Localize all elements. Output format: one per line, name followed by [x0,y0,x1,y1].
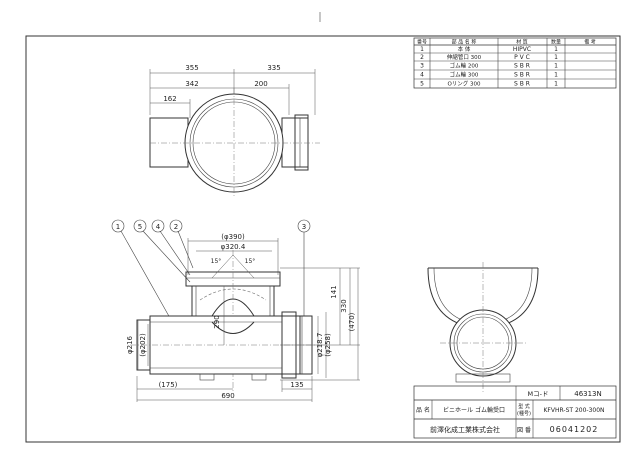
balloon-group: 1 5 4 2 3 [111,219,311,319]
row-2-qty: 1 [554,54,558,61]
row-1-material: HIPVC [513,46,531,53]
row-3-material: S B R [514,63,530,70]
company-name: 前澤化成工業株式会社 [430,425,500,434]
name-value: ビニホール ゴム輪受口 [443,406,505,414]
name-label: 品 名 [416,406,430,414]
row-1-qty: 1 [554,46,558,53]
dim-330: 330 [340,299,348,312]
row-4-material: S B R [514,72,530,79]
front-view: 1 5 4 2 3 (φ390) φ320.4 15° 15° [111,219,360,402]
dim-342: 342 [185,80,198,88]
balloon-3: 3 [302,223,306,231]
row-5-qty: 1 [554,81,558,88]
row-4-name: ゴム輪 300 [450,71,479,79]
row-3-name: ゴム輪 200 [450,62,479,70]
header-qty: 数量 [551,39,561,46]
dim-200: 200 [254,80,267,88]
dim-355: 355 [185,64,198,72]
dim-335: 335 [267,64,280,72]
dim-162: 162 [163,95,176,103]
header-remarks: 備 考 [584,39,596,46]
row-1-no: 1 [420,46,424,53]
balloon-5: 5 [138,223,142,231]
header-name: 部 品 名 称 [452,39,477,46]
balloon-2: 2 [174,223,178,231]
type-label-1: 型 式 [518,403,530,410]
angle-left: 15° [211,258,222,265]
row-4-no: 4 [420,72,424,79]
header-no: 番号 [417,39,427,46]
dim-141: 141 [330,285,338,298]
row-2-material: P V C [514,54,530,61]
code-value: 46313N [574,390,602,398]
balloon-1: 1 [116,223,120,231]
header-material: 材 質 [516,39,528,46]
dim-390: (φ390) [221,233,245,241]
type-label-2: (種号) [517,410,531,417]
row-4-qty: 1 [554,72,558,79]
dim-175: (175) [159,381,178,389]
dim-320: φ320.4 [221,243,246,251]
top-view: 355 335 342 200 162 [149,64,320,198]
type-value: KFVHR-ST 200-300N [543,407,604,414]
parts-table: 番号 部 品 名 称 材 質 数量 備 考 1 本 体 HIPVC 1 2 伸縮… [413,37,617,89]
row-5-name: Oリング 300 [447,80,481,88]
row-1-name: 本 体 [458,45,471,53]
row-3-no: 3 [420,63,424,70]
dim-202: (φ202) [139,333,147,357]
row-5-no: 5 [420,81,424,88]
side-view [427,262,539,392]
sheet-border [25,35,621,443]
row-2-name: 伸縮管口 300 [447,53,482,61]
code-label: Mコ-ド [528,390,549,398]
dim-470: (470) [348,312,356,331]
row-2-no: 2 [420,54,424,61]
row-5-material: S B R [514,81,530,88]
drawing-label: 図 番 [517,427,531,434]
balloon-4: 4 [156,223,161,231]
row-3-qty: 1 [554,63,558,70]
dim-135: 135 [290,381,303,389]
dim-290: 290 [213,315,221,328]
title-block: Mコ-ド 46313N 品 名 ビニホール ゴム輪受口 型 式 (種号) KFV… [413,385,617,439]
drawing-value: 06041202 [550,425,599,434]
dim-690: 690 [221,392,234,400]
dim-216: φ216 [126,335,134,354]
angle-right: 15° [245,258,256,265]
